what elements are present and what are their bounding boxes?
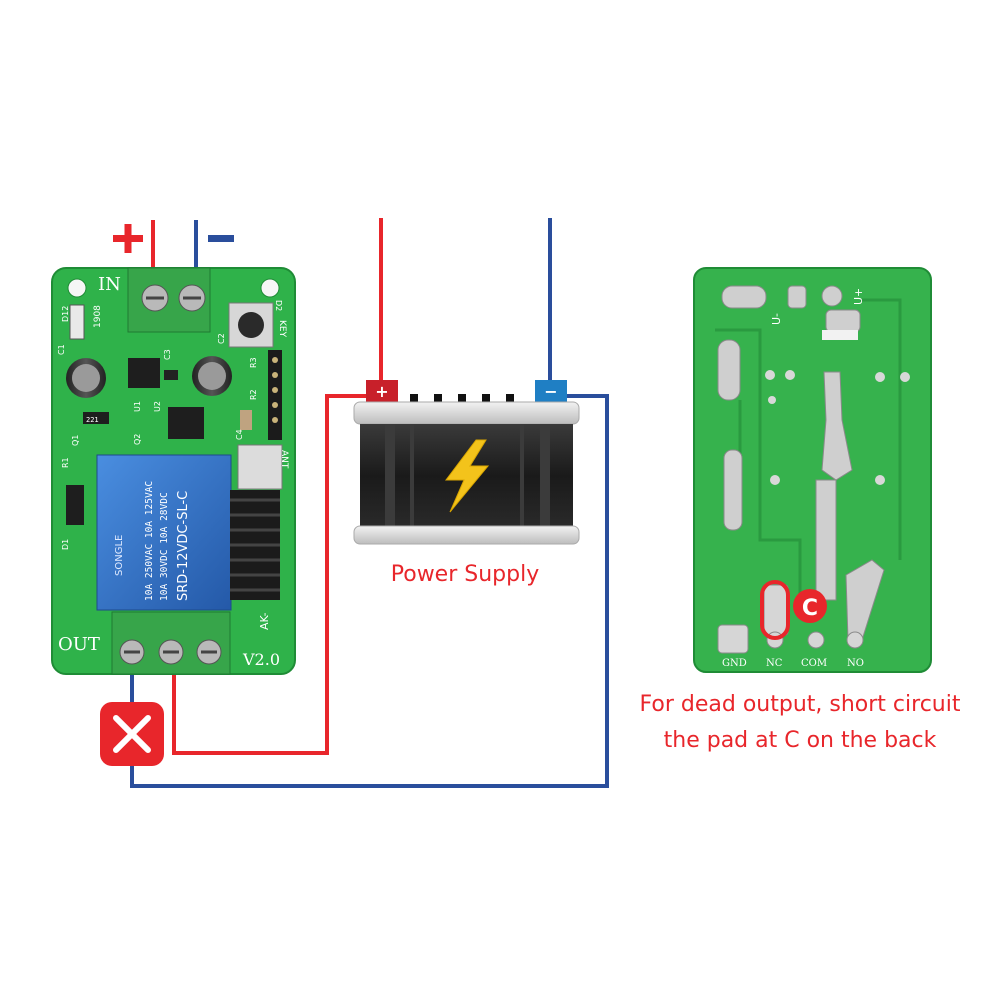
broken-output-marker: [100, 702, 164, 766]
part-label-q2: Q2: [133, 434, 142, 445]
key-button: [228, 302, 274, 348]
relay: [96, 454, 232, 611]
chip-mark-1908: 1908: [93, 305, 103, 328]
power-supply-label: Power Supply: [390, 562, 540, 587]
ps-minus-terminal: [535, 380, 567, 402]
antenna-coil: [230, 490, 280, 600]
part-label-c4: C4: [235, 429, 244, 440]
out-label: OUT: [58, 634, 100, 655]
label-u-plus: U+: [852, 288, 865, 305]
input-terminal-block: [127, 267, 211, 333]
note-line-1: For dead output, short circuit: [639, 692, 961, 717]
ant-label: ANT: [279, 450, 289, 469]
output-terminal-block: [111, 611, 231, 675]
output-red-wire: [172, 394, 366, 755]
part-label-r1: R1: [61, 457, 70, 468]
header-pins: [268, 350, 282, 440]
cross-icon: [113, 715, 151, 753]
relay-board-front: IN OUT V2.0 KEY ANT AK- 1908 221 D12 C1 …: [51, 267, 296, 675]
relay-model: SRD-12VDC-SL-C: [176, 491, 191, 601]
part-label-d12: D12: [61, 306, 70, 322]
part-label-c3: C3: [163, 349, 172, 360]
part-label-c2: C2: [217, 333, 226, 344]
marker-c-label: C: [802, 596, 818, 621]
pad-label-com: COM: [801, 658, 827, 669]
part-label-q1: Q1: [71, 435, 80, 446]
chip-mark-221: 221: [86, 416, 99, 424]
input-minus-sign: [208, 235, 234, 242]
label-u-minus: U-: [770, 313, 783, 325]
part-label-u2: U2: [153, 401, 162, 412]
bottom-id-label: AK-: [258, 612, 271, 630]
pad-label-no: NO: [847, 658, 864, 669]
lightning-bolt-icon: [445, 439, 490, 513]
capacitor-c1: [66, 358, 106, 398]
part-label-d1: D1: [61, 539, 70, 550]
key-label: KEY: [277, 320, 287, 338]
ps-plus-terminal: [366, 380, 398, 402]
relay-rating-1: 10A 250VAC 10A 125VAC: [144, 481, 155, 601]
short-pad-c-marker: C: [760, 580, 827, 640]
part-label-c1: C1: [57, 344, 66, 355]
version-label: V2.0: [242, 650, 280, 669]
pad-label-gnd: GND: [722, 658, 747, 669]
in-label: IN: [98, 274, 121, 295]
ps-minus-terminal-label: −: [544, 382, 557, 401]
part-label-u1: U1: [133, 401, 142, 412]
relay-board-back: C U- U+ GND NC COM NO: [693, 267, 932, 673]
capacitor-c2: [192, 356, 232, 396]
part-label-r2: R2: [249, 389, 258, 400]
pad-label-nc: NC: [766, 658, 783, 669]
relay-rating-2: 10A 30VDC 10A 28VDC: [159, 492, 170, 601]
power-supply: + −: [353, 380, 580, 545]
ps-plus-terminal-label: +: [375, 382, 388, 401]
input-plus-sign: [113, 224, 143, 253]
relay-brand: SONGLE: [114, 535, 125, 576]
part-label-r3: R3: [249, 357, 258, 368]
relay-markings: SONGLE 10A 250VAC 10A 125VAC 10A 30VDC 1…: [114, 481, 191, 601]
note-line-2: the pad at C on the back: [663, 728, 937, 753]
part-label-d2: D2: [274, 300, 283, 311]
